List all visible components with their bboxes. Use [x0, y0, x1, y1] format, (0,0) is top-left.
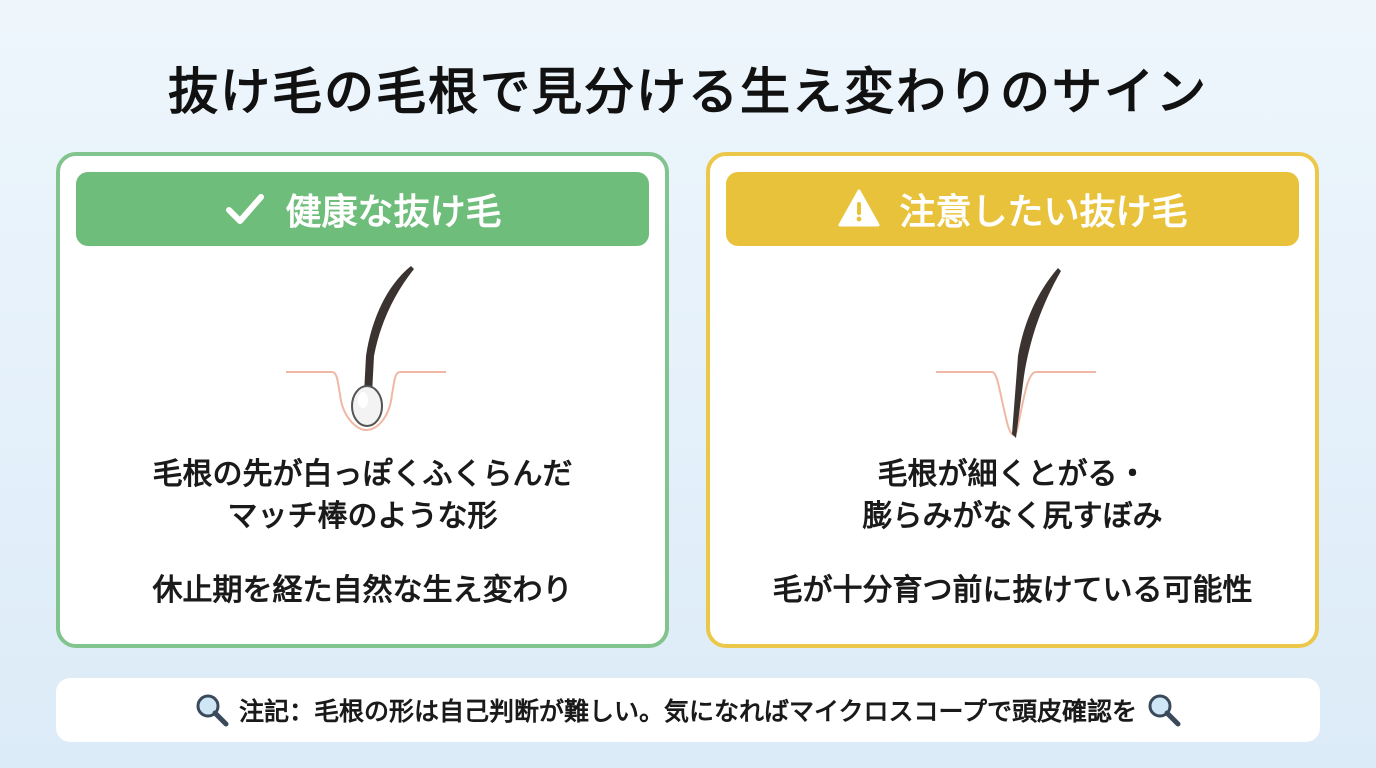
healthy-hair-card: 健康な抜け毛 毛根の先が白っぽくふくらんだ マッチ棒のような形 休止期を経た自然…: [56, 152, 669, 648]
footer-note: 注記：毛根の形は自己判断が難しい。気になればマイクロスコープで頭皮確認を: [56, 678, 1320, 742]
magnifier-icon: [195, 693, 229, 727]
healthy-hair-description-line2: マッチ棒のような形: [227, 499, 498, 534]
warning-icon: [837, 187, 881, 231]
warning-hair-description-line2: 膨らみがなく尻すぼみ: [862, 499, 1163, 534]
magnifier-icon: [1147, 693, 1181, 727]
warning-hair-heading: 注意したい抜け毛: [899, 192, 1188, 233]
healthy-hair-description-line1: 毛根の先が白っぽくふくらんだ: [152, 457, 573, 492]
healthy-hair-description: 毛根の先が白っぽくふくらんだ マッチ棒のような形: [60, 454, 665, 538]
healthy-hair-heading: 健康な抜け毛: [285, 192, 502, 233]
healthy-hair-root-illustration: [286, 266, 446, 432]
warning-hair-description-line1: 毛根が細くとがる・: [877, 457, 1148, 492]
checkmark-icon: [223, 187, 267, 231]
page-title: 抜け毛の毛根で見分ける生え変わりのサイン: [168, 63, 1208, 121]
footer-note-text: 注記：毛根の形は自己判断が難しい。気になればマイクロスコープで頭皮確認を: [238, 697, 1137, 726]
healthy-hair-header: 健康な抜け毛: [76, 172, 649, 246]
warning-hair-header: 注意したい抜け毛: [726, 172, 1299, 246]
warning-hair-card: 注意したい抜け毛 毛根が細くとがる・ 膨らみがなく尻すぼみ 毛が十分育つ前に抜け…: [706, 152, 1319, 648]
warning-hair-root-illustration: [936, 268, 1096, 438]
warning-hair-description: 毛根が細くとがる・ 膨らみがなく尻すぼみ: [710, 454, 1315, 538]
warning-hair-note: 毛が十分育つ前に抜けている可能性: [772, 573, 1253, 608]
healthy-hair-note: 休止期を経た自然な生え変わり: [152, 573, 573, 608]
